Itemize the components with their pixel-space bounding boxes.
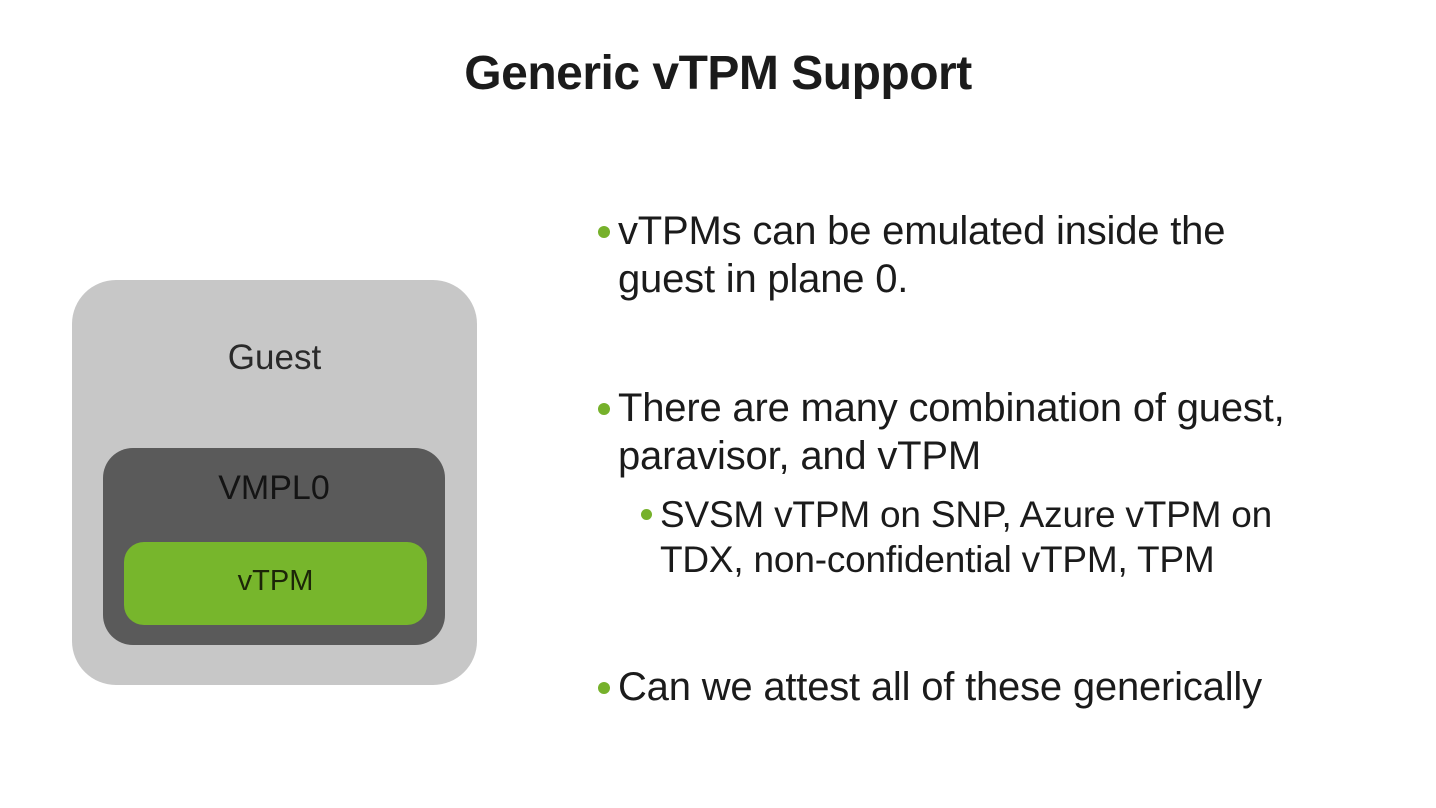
- bullet-text: SVSM vTPM on SNP, Azure vTPM on TDX, non…: [660, 494, 1273, 580]
- bullet-item: vTPMs can be emulated inside the guest i…: [598, 207, 1388, 303]
- bullet-sub-item: SVSM vTPM on SNP, Azure vTPM on TDX, non…: [641, 492, 1431, 582]
- diagram-guest-box: Guest VMPL0 vTPM: [72, 280, 477, 685]
- diagram-vmpl0-label: VMPL0: [218, 469, 330, 507]
- bullet-dot-icon: [598, 403, 610, 415]
- bullet-text: vTPMs can be emulated inside the guest i…: [618, 209, 1226, 301]
- bullet-text: Can we attest all of these generically: [618, 665, 1262, 709]
- bullet-item: There are many combination of guest, par…: [598, 384, 1428, 480]
- diagram-guest-label: Guest: [227, 338, 322, 377]
- bullet-dot-icon: [598, 682, 610, 694]
- diagram-vmpl0-box: VMPL0 vTPM: [103, 448, 445, 645]
- bullet-dot-icon: [641, 509, 652, 520]
- diagram-vtpm-label: vTPM: [237, 565, 314, 597]
- bullet-item: Can we attest all of these generically: [598, 663, 1428, 711]
- diagram-vtpm-box: vTPM: [124, 542, 427, 625]
- slide-title: Generic vTPM Support: [464, 47, 972, 100]
- bullet-dot-icon: [598, 226, 610, 238]
- bullet-text: There are many combination of guest, par…: [618, 386, 1285, 478]
